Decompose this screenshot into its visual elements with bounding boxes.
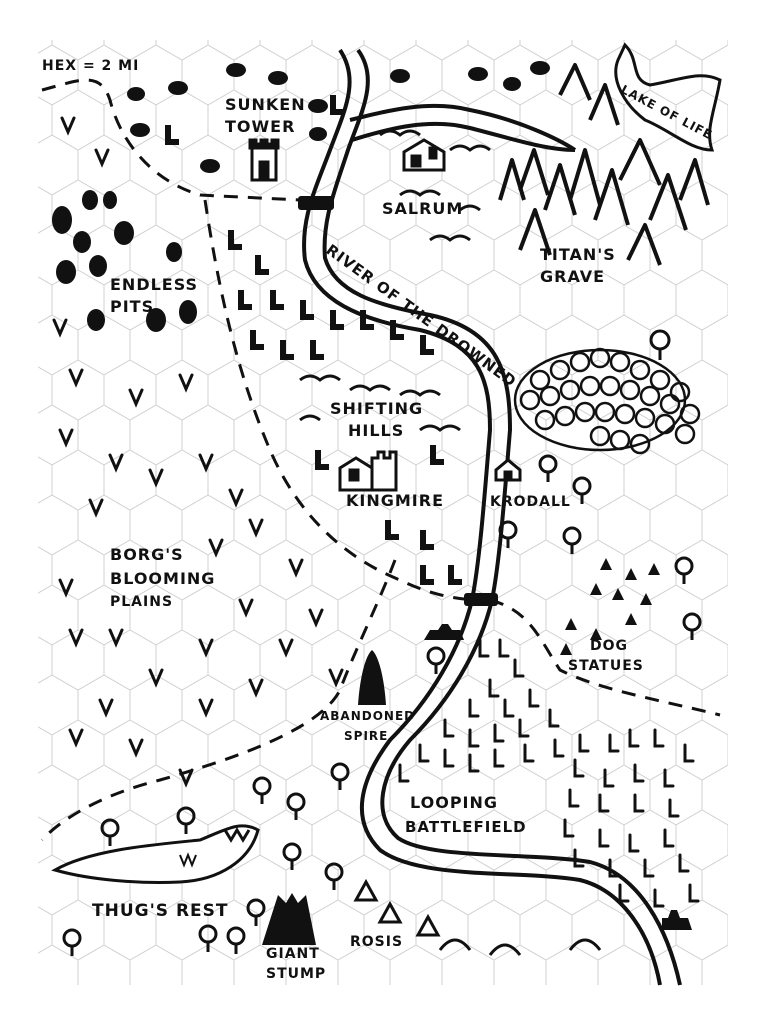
label-salrum: SALRUM — [382, 199, 463, 218]
spire-icon — [358, 650, 386, 705]
label-borgs: BORG'S — [110, 545, 184, 564]
pit-icon — [52, 190, 197, 332]
label-looping: LOOPING — [410, 793, 498, 812]
hills — [299, 129, 602, 956]
label-pits: PITS — [110, 297, 154, 316]
label-spire: SPIRE — [344, 729, 388, 743]
label-rosis: ROSIS — [350, 934, 403, 950]
tree-icon — [62, 329, 702, 956]
bridge-icon — [298, 196, 498, 606]
label-blooming: BLOOMING — [110, 569, 215, 588]
label-titans: TITAN'S — [540, 245, 616, 264]
rubble-icon — [662, 910, 692, 930]
tent-icon — [353, 878, 441, 937]
label-abandoned: ABANDONED — [320, 709, 415, 723]
dashed-borders — [40, 78, 721, 842]
lake-of-life — [614, 42, 722, 152]
label-grave: GRAVE — [540, 267, 605, 286]
ruins-icon — [424, 624, 464, 640]
label-statues: STATUES — [568, 658, 644, 674]
scale-label: HEX = 2 MI — [42, 58, 139, 74]
label-endless: ENDLESS — [110, 275, 198, 294]
label-plains: PLAINS — [110, 594, 173, 610]
tree-icon — [165, 95, 462, 585]
label-kingmire: KINGMIRE — [346, 491, 444, 510]
label-thugs-rest: THUG'S REST — [92, 901, 229, 921]
forest — [513, 347, 701, 455]
house-icon — [494, 458, 522, 482]
label-sunken: SUNKEN — [225, 95, 306, 114]
label-krodall: KRODALL — [490, 494, 571, 510]
stump-icon — [262, 893, 316, 945]
mountain-icon — [498, 63, 710, 266]
tree-icon — [398, 638, 700, 908]
label-hills: HILLS — [348, 421, 404, 440]
castle-icon — [338, 450, 398, 492]
label-shifting: SHIFTING — [330, 399, 423, 418]
keep-icon — [402, 138, 446, 172]
label-stump: STUMP — [266, 966, 326, 982]
grass-icon — [52, 116, 344, 788]
label-giant: GIANT — [266, 946, 320, 962]
thugs-rest-rock — [51, 824, 260, 884]
label-dog: DOG — [590, 638, 628, 654]
statue-icon — [560, 558, 660, 655]
label-tower: TOWER — [225, 117, 295, 136]
tree-icon — [127, 61, 550, 173]
label-battlefield: BATTLEFIELD — [405, 818, 527, 836]
hex-grid — [38, 40, 728, 985]
tower-icon — [248, 138, 280, 182]
